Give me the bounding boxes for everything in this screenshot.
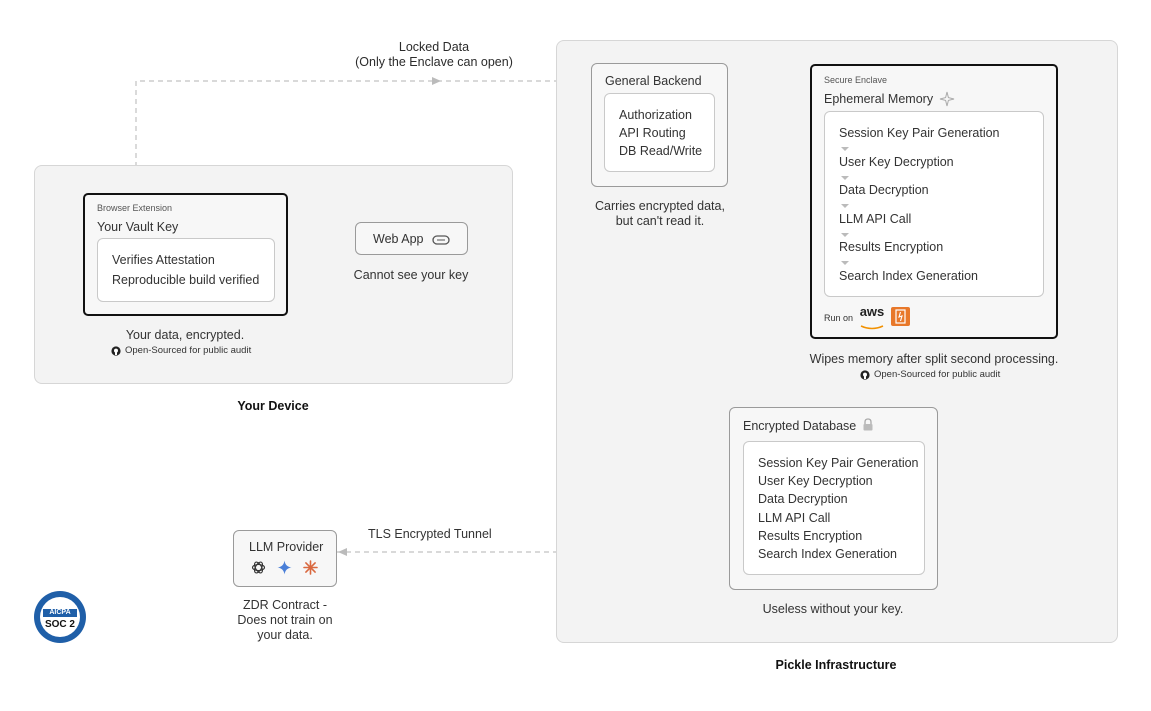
database-item: Results Encryption [758, 529, 863, 543]
openai-icon [251, 561, 266, 574]
enclave-step: Results Encryption [839, 240, 944, 254]
enclave-audit[interactable]: Open-Sourced for public audit [860, 369, 1000, 380]
run-on-label: Run on [824, 313, 854, 323]
device-region-label: Your Device [237, 399, 309, 413]
enclave-step: LLM API Call [839, 212, 912, 226]
backend-item: API Routing [619, 126, 686, 140]
step-arrow-icon [841, 204, 849, 208]
device-audit[interactable]: Open-Sourced for public audit [111, 345, 251, 356]
web-app-card[interactable]: Web App [355, 222, 468, 255]
database-item: Search Index Generation [758, 547, 897, 561]
cloud-icon [432, 235, 450, 245]
soc2-badge: AICPA SOC 2 [33, 590, 87, 644]
github-icon [860, 369, 870, 380]
database-item: LLM API Call [758, 511, 831, 525]
vault-item: Verifies Attestation [112, 253, 215, 267]
backend-title: General Backend [605, 74, 702, 88]
web-app-caption: Cannot see your key [353, 268, 469, 282]
step-arrow-icon [841, 233, 849, 237]
database-item: Data Decryption [758, 492, 848, 506]
extension-tag: Browser Extension [97, 203, 173, 213]
device-caption: Your data, encrypted. [125, 328, 245, 342]
vault-title: Your Vault Key [97, 220, 179, 234]
step-arrow-icon [841, 147, 849, 151]
database-caption: Useless without your key. [762, 602, 904, 616]
enclave-title: Ephemeral Memory [824, 92, 934, 106]
enclave-caption: Wipes memory after split second processi… [809, 352, 1059, 366]
lock-icon [863, 418, 873, 431]
general-backend-card[interactable]: General Backend Authorization API Routin… [591, 63, 728, 187]
enclave-step: Data Decryption [839, 183, 929, 197]
database-title: Encrypted Database [743, 419, 857, 433]
github-icon [111, 345, 121, 356]
backend-items-box: Authorization API Routing DB Read/Write [604, 93, 715, 172]
web-app-label: Web App [373, 232, 424, 246]
enclave-tag: Secure Enclave [824, 75, 888, 85]
llm-provider-card[interactable]: LLM Provider [233, 530, 337, 587]
locked-data-label: Locked Data (Only the Enclave can open) [355, 40, 513, 69]
database-item: User Key Decryption [758, 474, 873, 488]
backend-item: Authorization [619, 108, 692, 122]
claude-icon [303, 560, 318, 575]
encrypted-database-card[interactable]: Encrypted Database Session Key Pair Gene… [729, 407, 938, 590]
tls-tunnel-label: TLS Encrypted Tunnel [368, 527, 492, 541]
llm-title: LLM Provider [249, 540, 324, 554]
aws-logo: aws [858, 305, 886, 336]
enclave-step: Search Index Generation [839, 269, 978, 283]
backend-item: DB Read/Write [619, 144, 703, 158]
vault-items-box: Verifies Attestation Reproducible build … [97, 238, 275, 302]
backend-caption: Carries encrypted data, but can't read i… [595, 199, 725, 228]
enclave-step: Session Key Pair Generation [839, 126, 1000, 140]
vault-item: Reproducible build verified [112, 273, 260, 287]
locked-data-line [135, 80, 556, 194]
gemini-icon [277, 560, 292, 575]
database-items-box: Session Key Pair Generation User Key Dec… [743, 441, 925, 575]
enclave-steps-box: Session Key Pair Generation User Key Dec… [824, 111, 1044, 297]
enclave-step: User Key Decryption [839, 155, 954, 169]
step-arrow-icon [841, 176, 849, 180]
llm-caption: ZDR Contract - Does not train on your da… [237, 598, 333, 642]
sparkle-icon [939, 91, 955, 107]
vault-key-card[interactable]: Browser Extension Your Vault Key Verifie… [83, 193, 288, 316]
secure-enclave-card[interactable]: Secure Enclave Ephemeral Memory Session … [810, 64, 1058, 339]
nitro-enclave-icon [891, 307, 910, 326]
database-item: Session Key Pair Generation [758, 456, 919, 470]
step-arrow-icon [841, 261, 849, 265]
infra-region-label: Pickle Infrastructure [775, 658, 897, 672]
